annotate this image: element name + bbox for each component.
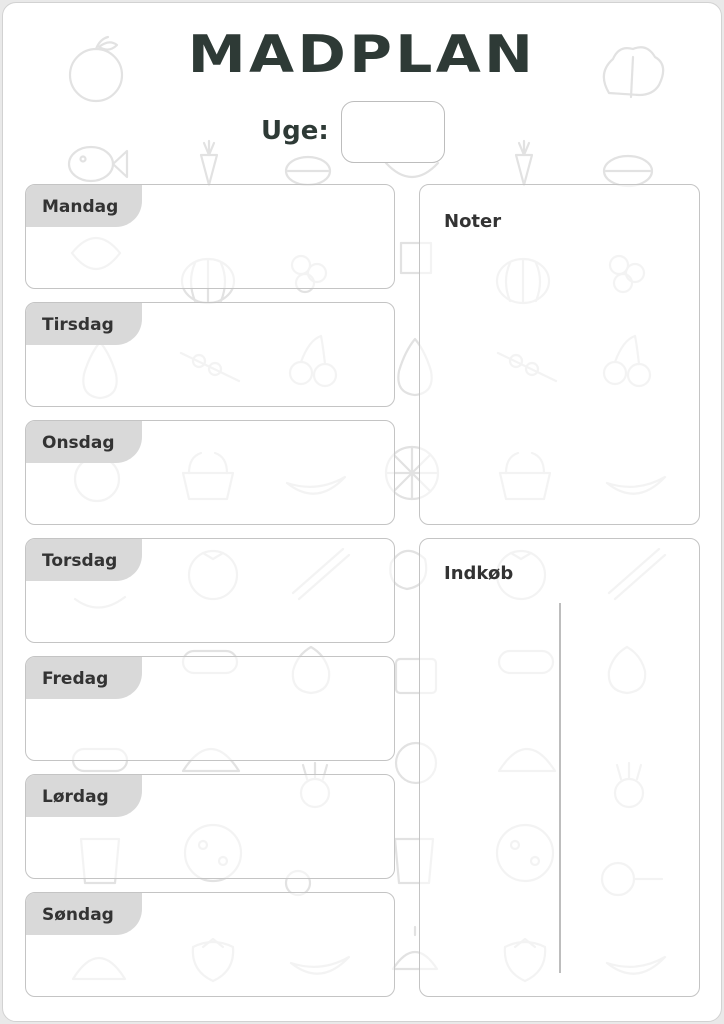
day-label: Fredag: [42, 669, 109, 689]
day-label: Søndag: [42, 905, 114, 925]
day-box-onsdag[interactable]: Onsdag: [25, 420, 395, 525]
day-label: Onsdag: [42, 433, 115, 453]
day-tab: [26, 185, 142, 227]
notes-panel[interactable]: Noter: [419, 184, 700, 525]
day-box-sondag[interactable]: Søndag: [25, 892, 395, 997]
day-label: Mandag: [42, 197, 119, 217]
day-tab: [26, 775, 142, 817]
nuts-icon: [284, 154, 654, 188]
shopping-list-panel[interactable]: Indkøb: [419, 538, 700, 997]
carrot-icon: [199, 139, 534, 187]
page-title: MADPLAN: [187, 25, 537, 85]
day-box-mandag[interactable]: Mandag: [25, 184, 395, 289]
bowl-icon: [384, 161, 440, 178]
day-box-fredag[interactable]: Fredag: [25, 656, 395, 761]
day-box-tirsdag[interactable]: Tirsdag: [25, 302, 395, 407]
day-label: Lørdag: [42, 787, 109, 807]
day-tab: [26, 539, 142, 581]
day-tab: [26, 657, 142, 699]
notes-label: Noter: [444, 211, 502, 232]
day-label: Torsdag: [42, 551, 118, 571]
day-tab: [26, 893, 142, 935]
week-label: Uge:: [261, 116, 329, 146]
apple-icon: [68, 35, 124, 103]
day-box-torsdag[interactable]: Torsdag: [25, 538, 395, 643]
day-label: Tirsdag: [42, 315, 114, 335]
day-tab: [26, 303, 142, 345]
week-number-field[interactable]: [341, 101, 445, 163]
lettuce-icon: [602, 46, 665, 99]
day-tab: [26, 421, 142, 463]
shopping-list-divider: [559, 603, 561, 973]
day-box-lordag[interactable]: Lørdag: [25, 774, 395, 879]
shopping-list-label: Indkøb: [444, 563, 514, 584]
fish-icon: [67, 145, 129, 183]
